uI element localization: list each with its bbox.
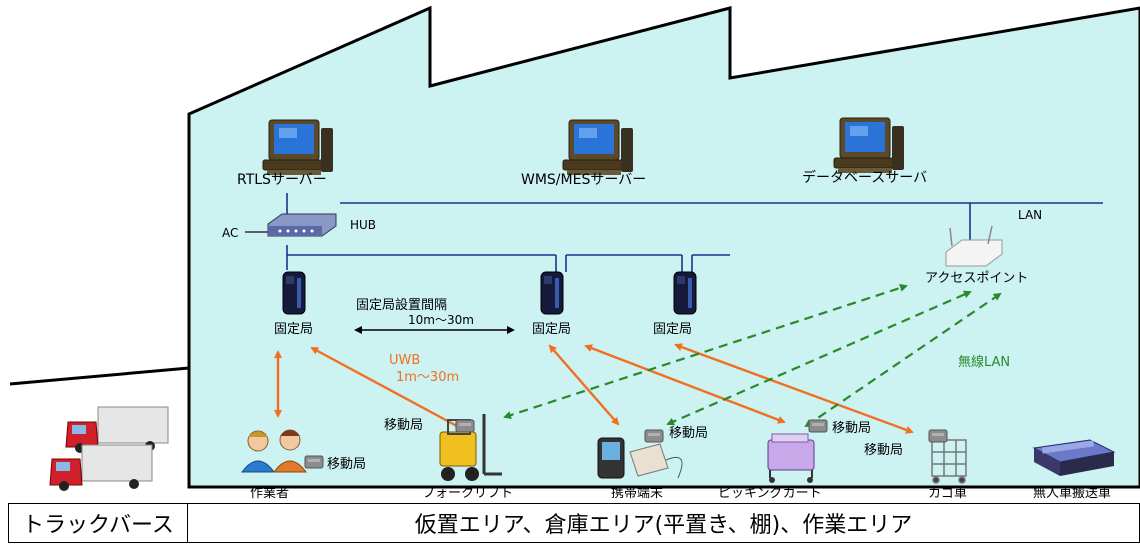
fixed-station-2-label: 固定局	[532, 322, 571, 337]
truck-2-icon	[49, 444, 153, 491]
picking-cart-tag-icon	[808, 419, 828, 433]
uwb-label: UWB	[389, 353, 420, 368]
fixed-station-2-icon	[540, 271, 564, 315]
worker-mobile-label: 移動局	[327, 457, 366, 472]
wms-server-label: WMS/MESサーバー	[521, 172, 646, 188]
forklift-icon	[439, 414, 502, 481]
fixed-station-3-icon	[673, 271, 697, 315]
hub-label: HUB	[350, 218, 376, 232]
wireless-lan-label: 無線LAN	[958, 354, 1010, 370]
lan-label: LAN	[1018, 208, 1042, 222]
handheld-mobile-label: 移動局	[669, 426, 708, 441]
wlan-arrows	[503, 284, 1002, 428]
db-server-icon	[833, 117, 905, 174]
access-point-icon	[945, 225, 1003, 267]
area-label: 仮置エリア、倉庫エリア(平置き、棚)、作業エリア	[414, 513, 913, 538]
handheld-label: 携帯端末	[611, 485, 663, 501]
lan-lines	[286, 193, 1103, 272]
picking-cart-label: ピッキングカート	[718, 486, 822, 501]
agv-icon	[1032, 439, 1116, 476]
truck-berth-label: トラックバース	[9, 504, 188, 542]
area-legend-bar: トラックバース 仮置エリア、倉庫エリア(平置き、棚)、作業エリア	[8, 503, 1140, 543]
handheld-icon	[597, 437, 683, 479]
cage-cart-icon	[931, 439, 967, 484]
cage-cart-mobile-label: 移動局	[864, 443, 903, 458]
cage-cart-label: カゴ車	[928, 485, 967, 501]
forklift-label: フォークリフト	[422, 486, 513, 501]
forklift-tag-icon	[455, 419, 475, 433]
fixed-interval-value: 10m〜30m	[408, 313, 474, 327]
rtls-server-icon	[262, 119, 334, 176]
fixed-station-1-icon	[282, 271, 306, 315]
fixed-station-3-label: 固定局	[653, 322, 692, 337]
berth-roof-line	[9, 366, 190, 386]
agv-label: 無人車搬送車	[1033, 486, 1111, 501]
db-server-label: データベースサーバ	[802, 169, 927, 186]
fixed-interval-label: 固定局設置間隔	[356, 297, 447, 313]
handheld-tag-icon	[644, 429, 664, 443]
cage-cart-tag-icon	[928, 429, 948, 443]
truck-1-icon	[65, 406, 169, 453]
fixed-station-1-label: 固定局	[274, 322, 313, 337]
rtls-server-label: RTLSサーバー	[237, 172, 327, 188]
picking-cart-icon	[767, 433, 815, 483]
forklift-mobile-label: 移動局	[384, 418, 423, 433]
access-point-label: アクセスポイント	[925, 271, 1028, 286]
worker-label: 作業者	[250, 485, 289, 501]
hub-icon	[267, 213, 337, 237]
worker-icon	[241, 429, 307, 473]
ac-label: AC	[222, 226, 238, 240]
uwb-range-label: 1m〜30m	[396, 370, 459, 385]
worker-tag-icon	[304, 455, 324, 469]
picking-cart-mobile-label: 移動局	[832, 421, 871, 436]
wms-server-icon	[562, 119, 634, 176]
